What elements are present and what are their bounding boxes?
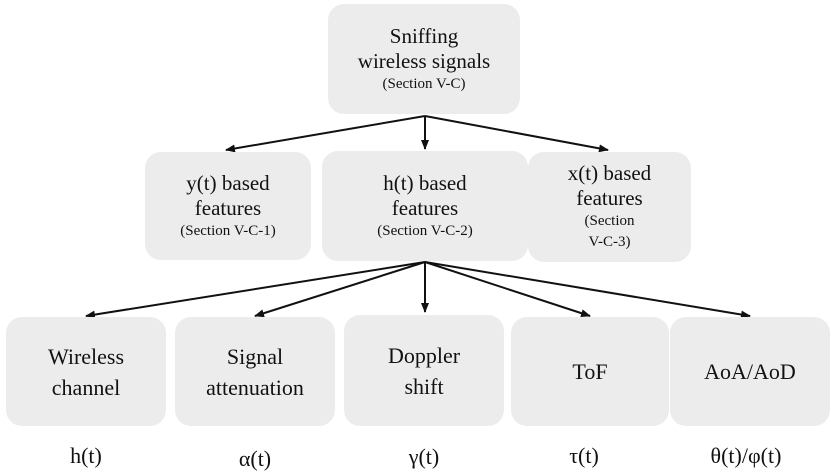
node-aoa-aod: AoA/AoD: [670, 317, 830, 426]
node-section: (Section V-C-2): [377, 222, 473, 239]
arrow-ht-to-tof: [424, 261, 591, 318]
node-line: Signal: [226, 343, 284, 369]
node-signal-attenuation: Signal attenuation: [175, 317, 335, 426]
node-line: Sniffing: [389, 23, 459, 48]
arrow-root-to-xt: [424, 115, 609, 153]
node-line: Wireless: [47, 343, 125, 369]
node-line: wireless signals: [357, 48, 491, 73]
arrow-root-to-yt: [225, 115, 426, 153]
symbol-theta-phi-t: θ(t)/φ(t): [710, 443, 782, 468]
node-line: Doppler: [387, 342, 461, 368]
node-section: (Section V-C): [382, 75, 466, 92]
symbol-tau-t: τ(t): [569, 443, 599, 468]
node-line: y(t) based: [186, 170, 270, 195]
arrow-ht-to-attenuation: [254, 261, 426, 318]
node-line: features: [391, 195, 459, 220]
node-doppler-shift: Doppler shift: [344, 315, 504, 426]
node-section: (Section: [584, 213, 635, 229]
node-ht-based-features: h(t) based features (Section V-C-2): [322, 151, 528, 261]
node-line: channel: [51, 374, 121, 400]
node-xt-based-features: x(t) based features (Section V-C-3): [528, 152, 691, 262]
node-line: h(t) based: [383, 170, 467, 195]
symbol-alpha-t: α(t): [238, 446, 272, 471]
node-line: x(t) based: [567, 161, 652, 185]
node-section: V-C-3): [588, 234, 631, 250]
symbol-gamma-t: γ(t): [408, 444, 440, 469]
node-line: features: [194, 195, 262, 220]
node-line: AoA/AoD: [704, 359, 796, 384]
node-yt-based-features: y(t) based features (Section V-C-1): [145, 152, 311, 260]
node-line: attenuation: [206, 374, 304, 400]
node-tof: ToF: [511, 317, 669, 426]
node-section: (Section V-C-1): [180, 222, 276, 239]
node-line: shift: [404, 373, 444, 399]
node-line: features: [576, 186, 643, 210]
symbol-h-t: h(t): [70, 443, 102, 468]
node-sniffing-wireless-signals: Sniffing wireless signals (Section V-C): [328, 4, 520, 114]
node-wireless-channel: Wireless channel: [6, 317, 166, 426]
arrow-ht-to-channel: [85, 261, 426, 319]
node-line: ToF: [572, 359, 608, 384]
arrow-ht-to-aoa: [424, 261, 751, 319]
